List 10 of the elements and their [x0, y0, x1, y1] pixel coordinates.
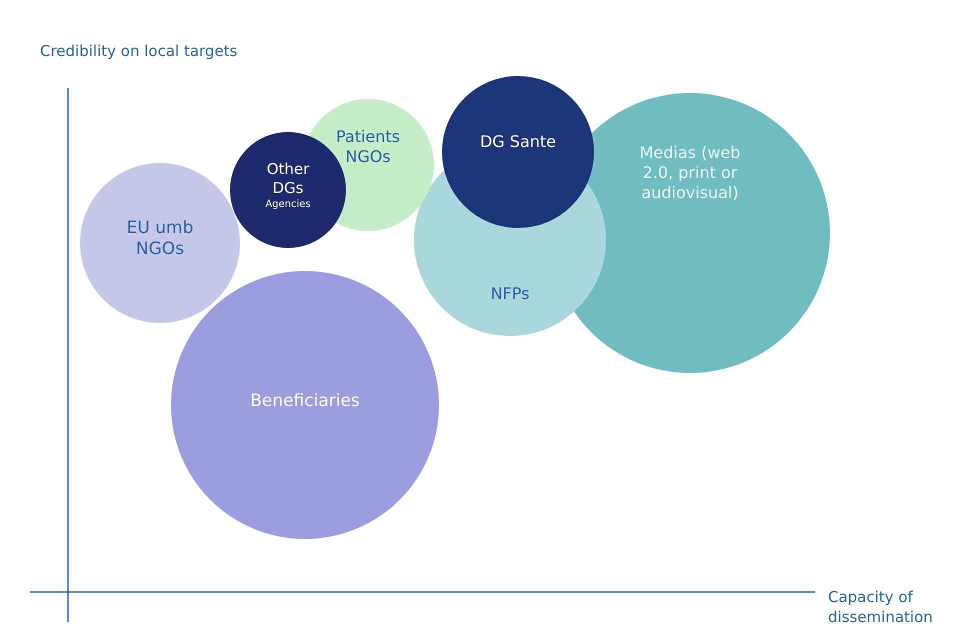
bubble-label: NFPs — [490, 284, 530, 304]
bubble-label: Beneficiaries — [249, 391, 361, 412]
axis-title: Credibility on local targets — [40, 42, 238, 62]
bubble-label: Patients NGOs — [334, 127, 402, 167]
bubble-label: Other DGs — [266, 160, 310, 198]
bubble-label: EU umb NGOs — [126, 218, 194, 260]
axis-title: Capacity of dissemination — [828, 588, 934, 627]
bubble-sublabel: Agencies — [265, 198, 311, 210]
bubble-label: Medias (web 2.0, print or audiovisual) — [638, 143, 742, 203]
bubble-label: DG Sante — [478, 132, 558, 152]
